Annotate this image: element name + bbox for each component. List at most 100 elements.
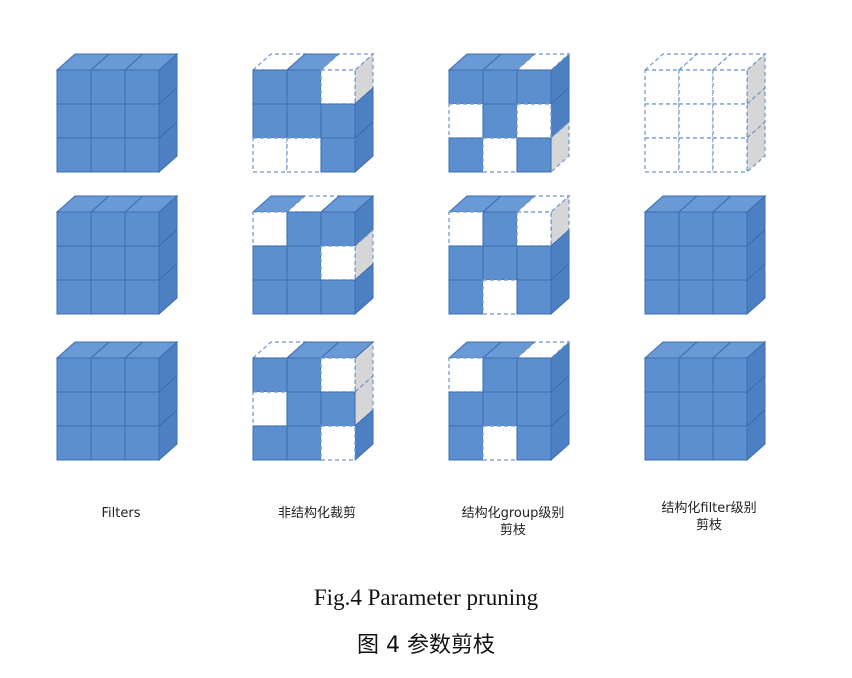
cube-front-cell: [252, 69, 288, 105]
cube-front-cell: [482, 357, 518, 393]
cube-front-cell: [448, 245, 484, 281]
cube-front-cell: [482, 391, 518, 427]
cube-front-cell: [124, 137, 160, 173]
cube-front-cell: [482, 69, 518, 105]
cube-front-cell: [90, 137, 126, 173]
cube-front-cell: [56, 357, 92, 393]
cube-front-cell: [90, 245, 126, 281]
cube-front-cell: [678, 137, 714, 173]
cube-front-cell: [320, 211, 356, 247]
cube-front-cell: [448, 357, 484, 393]
cube-front-cell: [124, 103, 160, 139]
cube-front-cell: [286, 69, 322, 105]
cube-front-cell: [712, 357, 748, 393]
cube-front-cell: [56, 279, 92, 315]
cube-front-cell: [56, 245, 92, 281]
cube-front-cell: [252, 245, 288, 281]
cube-front-cell: [56, 391, 92, 427]
cube-front-cell: [712, 137, 748, 173]
column-label-filter-pruning: 结构化filter级别 剪枝: [661, 501, 757, 533]
cube-front-cell: [56, 425, 92, 461]
cube-front-cell: [252, 103, 288, 139]
cube-front-cell: [320, 357, 356, 393]
cube-front-cell: [448, 137, 484, 173]
cube-front-cell: [286, 211, 322, 247]
cube-front-cell: [516, 137, 552, 173]
cube-front-cell: [286, 391, 322, 427]
cube-front-cell: [320, 137, 356, 173]
cube-front-cell: [644, 69, 680, 105]
cube-front-cell: [124, 425, 160, 461]
figure-caption-zh: 图 4 参数剪枝: [357, 633, 495, 658]
cube-front-cell: [482, 103, 518, 139]
cube-front-cell: [482, 425, 518, 461]
cube-front-cell: [252, 425, 288, 461]
cube-front-cell: [678, 245, 714, 281]
pruning-diagram: [55, 52, 767, 462]
cube-front-cell: [252, 279, 288, 315]
cube-front-cell: [644, 357, 680, 393]
cube-front-cell: [482, 211, 518, 247]
cube-front-cell: [448, 279, 484, 315]
cube-front-cell: [90, 391, 126, 427]
cube-front-cell: [516, 391, 552, 427]
cube-front-cell: [712, 69, 748, 105]
cube-front-cell: [90, 279, 126, 315]
cube-front-cell: [482, 137, 518, 173]
cube-front-cell: [124, 357, 160, 393]
cube-front-cell: [286, 245, 322, 281]
cube-front-cell: [320, 103, 356, 139]
cube-front-cell: [286, 279, 322, 315]
cube-front-cell: [56, 103, 92, 139]
cube-front-cell: [516, 69, 552, 105]
cube-front-cell: [516, 357, 552, 393]
cube-front-cell: [124, 211, 160, 247]
cube-front-cell: [516, 245, 552, 281]
cube-front-cell: [712, 103, 748, 139]
cube-front-cell: [516, 211, 552, 247]
cube-front-cell: [90, 103, 126, 139]
cube-front-cell: [320, 391, 356, 427]
cube-front-cell: [448, 211, 484, 247]
cube-front-cell: [712, 391, 748, 427]
column-label-unstructured: 非结构化裁剪: [277, 506, 356, 521]
cube-front-cell: [482, 245, 518, 281]
cube-front-cell: [252, 211, 288, 247]
cube-front-cell: [320, 425, 356, 461]
cube-front-cell: [286, 103, 322, 139]
cube-front-cell: [678, 279, 714, 315]
cube-front-cell: [712, 211, 748, 247]
cube-front-cell: [56, 211, 92, 247]
cube-front-cell: [448, 425, 484, 461]
cube-front-cell: [644, 391, 680, 427]
cube-front-cell: [516, 425, 552, 461]
cube-front-cell: [644, 425, 680, 461]
cube-front-cell: [644, 279, 680, 315]
cube-front-cell: [644, 137, 680, 173]
cube-front-cell: [678, 211, 714, 247]
cube-front-cell: [90, 357, 126, 393]
cube-front-cell: [678, 103, 714, 139]
cube-front-cell: [448, 103, 484, 139]
cube-front-cell: [124, 245, 160, 281]
cube-front-cell: [286, 137, 322, 173]
cube-front-cell: [252, 137, 288, 173]
cube-front-cell: [286, 357, 322, 393]
cube-front-cell: [286, 425, 322, 461]
cube-front-cell: [124, 69, 160, 105]
cube-front-cell: [482, 279, 518, 315]
cube-front-cell: [448, 391, 484, 427]
cube-front-cell: [678, 69, 714, 105]
cube-front-cell: [90, 69, 126, 105]
cube-front-cell: [678, 425, 714, 461]
cube-front-cell: [712, 245, 748, 281]
figure-caption-en: Fig.4 Parameter pruning: [313, 585, 539, 610]
cube-front-cell: [644, 103, 680, 139]
cube-front-cell: [90, 425, 126, 461]
cube-front-cell: [124, 391, 160, 427]
cube-front-cell: [678, 357, 714, 393]
cube-front-cell: [320, 279, 356, 315]
cube-front-cell: [644, 245, 680, 281]
cube-front-cell: [320, 245, 356, 281]
cube-front-cell: [448, 69, 484, 105]
